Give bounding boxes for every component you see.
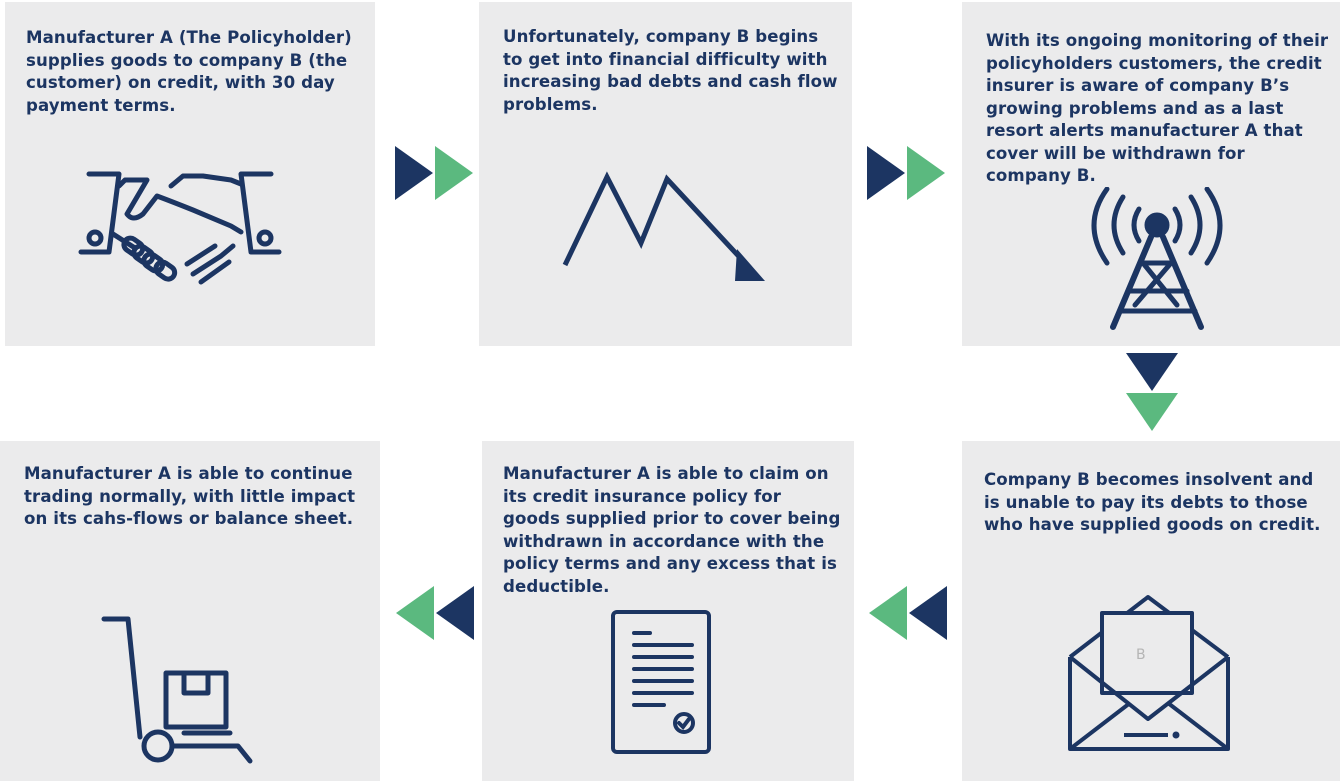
policy-document-icon [611,610,711,754]
step-6-text: Manufacturer A is able to continue tradi… [24,464,356,528]
step-4-panel: Company B becomes insolvent and is unabl… [962,441,1340,781]
step-2-text: Unfortunately, company B begins to get i… [503,27,838,114]
step-3-text: With its ongoing monitoring of their pol… [986,31,1329,185]
arrow-left-2-icon [396,586,474,640]
trend-down-icon [562,171,765,281]
step-6-panel: Manufacturer A is able to continue tradi… [0,441,380,781]
arrow-right-1-icon [395,146,473,200]
step-5-lead: Manufacturer A [503,464,650,483]
step-1-text: Manufacturer A (The Policyholder) suppli… [26,28,352,115]
step-5-panel: Manufacturer A is able to claim on its c… [482,441,854,781]
handshake-icon [78,171,282,285]
step-5-text: Manufacturer A is able to claim on its c… [503,463,843,598]
arrow-left-1-icon [869,586,947,640]
step-2-panel: Unfortunately, company B begins to get i… [479,2,852,346]
step-3-panel: With its ongoing monitoring of their pol… [962,2,1340,346]
arrow-right-2-icon [867,146,945,200]
signal-tower-icon [1091,187,1223,330]
arrow-down-icon [1126,353,1178,431]
step-5-body: is able to claim on its credit insurance… [503,464,841,596]
open-envelope-icon: B [1068,595,1230,751]
step-1-panel: Manufacturer A (The Policyholder) suppli… [5,2,375,346]
svg-text:B: B [1136,647,1146,663]
hand-truck-icon [101,616,253,764]
step-4-text: Company B becomes insolvent and is unabl… [984,470,1321,534]
